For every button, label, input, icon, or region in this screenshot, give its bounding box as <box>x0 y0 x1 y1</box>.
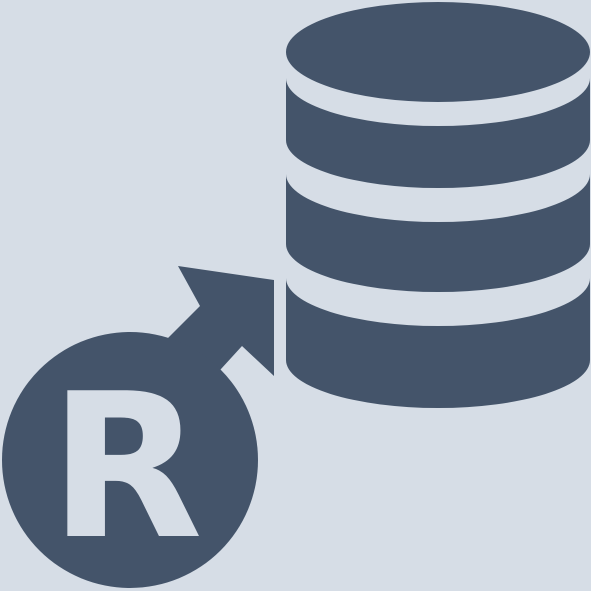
database-icon <box>286 2 590 408</box>
database-segment-1 <box>286 78 590 188</box>
database-top-cap <box>286 2 590 102</box>
r-circle-icon: R <box>2 332 258 588</box>
r-badge-letter: R <box>49 351 203 584</box>
database-segment-2 <box>286 174 590 292</box>
database-segment-3 <box>286 278 590 408</box>
r-badge-circle <box>2 332 258 588</box>
